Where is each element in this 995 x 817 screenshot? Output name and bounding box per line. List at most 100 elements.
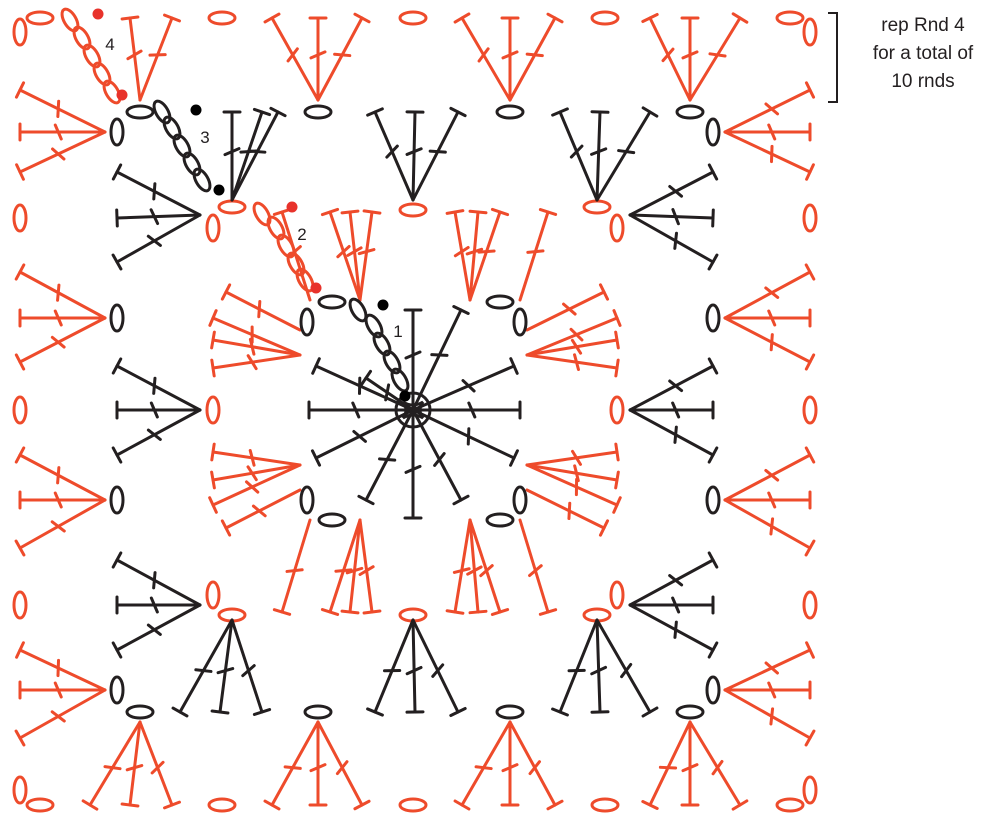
- chain-stitch-icon: [675, 704, 705, 720]
- double-crochet-icon: [14, 446, 107, 502]
- chain-stitch-icon: [485, 512, 515, 528]
- chain-stitch-icon: [775, 10, 805, 26]
- chain-stitch-icon: [217, 199, 247, 215]
- double-crochet-icon: [138, 720, 181, 810]
- chain-stitch-icon: [60, 7, 80, 33]
- double-crochet-icon: [111, 357, 202, 412]
- slip-stitch-dot-icon: [286, 201, 298, 213]
- double-crochet-icon: [81, 720, 142, 811]
- double-crochet-icon: [641, 720, 692, 810]
- double-crochet-icon: [14, 316, 107, 371]
- double-crochet-icon: [628, 213, 719, 271]
- chain-stitch-icon: [317, 512, 347, 528]
- double-crochet-icon: [628, 595, 715, 615]
- double-crochet-icon: [723, 688, 816, 747]
- double-crochet-icon: [111, 163, 202, 217]
- double-crochet-icon: [220, 488, 302, 537]
- repeat-note-line-2: for a total of: [872, 43, 974, 64]
- double-crochet-icon: [723, 490, 812, 510]
- chain-stitch-icon: [398, 202, 428, 218]
- chain-stitch-icon: [398, 10, 428, 26]
- chain-stitch-icon: [92, 61, 112, 87]
- double-crochet-icon: [518, 208, 558, 302]
- double-crochet-icon: [723, 641, 815, 692]
- repeat-note-line-3: 10 rnds: [891, 71, 955, 92]
- double-crochet-icon: [525, 309, 622, 357]
- double-crochet-icon: [525, 463, 622, 514]
- double-crochet-icon: [18, 122, 107, 142]
- double-crochet-icon: [445, 209, 472, 302]
- double-crochet-icon: [15, 130, 107, 181]
- double-crochet-icon: [525, 283, 610, 332]
- chain-stitch-icon: [609, 580, 625, 610]
- double-crochet-icon: [411, 618, 467, 718]
- double-crochet-icon: [500, 720, 520, 807]
- double-crochet-icon: [595, 106, 659, 202]
- chain-stitch-icon: [152, 99, 172, 125]
- double-crochet-icon: [263, 720, 320, 811]
- chain-stitch-icon: [12, 203, 28, 233]
- double-crochet-icon: [115, 400, 202, 420]
- round-label-2: 2: [297, 225, 306, 244]
- chain-stitch-icon: [802, 395, 818, 425]
- chain-stitch-icon: [125, 704, 155, 720]
- double-crochet-icon: [445, 518, 472, 615]
- double-crochet-icon: [466, 518, 488, 615]
- chain-stitch-icon: [82, 43, 102, 69]
- chain-stitch-icon: [609, 213, 625, 243]
- double-crochet-icon: [723, 263, 816, 320]
- round-start-markers: [92, 8, 411, 402]
- double-crochet-icon: [723, 498, 816, 557]
- chain-stitch-icon: [172, 133, 192, 159]
- slip-stitch-dot-icon: [116, 89, 128, 101]
- double-crochet-icon: [628, 408, 719, 464]
- chain-stitch-icon: [109, 675, 125, 705]
- double-crochet-icon: [468, 207, 510, 302]
- double-crochet-icon: [518, 518, 558, 616]
- double-crochet-icon: [628, 208, 715, 228]
- double-crochet-icon: [14, 498, 107, 557]
- double-crochet-icon: [641, 12, 692, 102]
- slip-stitch-dot-icon: [310, 282, 322, 294]
- chain-stitch-icon: [109, 303, 125, 333]
- double-crochet-icon: [723, 122, 812, 142]
- double-crochet-icon: [590, 110, 610, 202]
- double-crochet-icon: [340, 518, 364, 615]
- double-crochet-icon: [208, 463, 302, 514]
- double-crochet-icon: [111, 551, 202, 607]
- slip-stitch-dot-icon: [213, 184, 225, 196]
- double-crochet-icon: [230, 106, 287, 202]
- double-crochet-icon: [551, 618, 599, 717]
- double-crochet-icon: [316, 720, 371, 811]
- double-crochet-icon: [220, 283, 302, 332]
- chain-stitch-icon: [705, 675, 721, 705]
- double-crochet-icon: [628, 400, 715, 420]
- double-crochet-icon: [405, 110, 425, 202]
- chain-stitch-icon: [109, 117, 125, 147]
- double-crochet-icon: [138, 13, 181, 102]
- double-crochet-icon: [358, 518, 382, 615]
- double-crochet-icon: [628, 357, 719, 412]
- double-crochet-icon: [680, 16, 700, 102]
- double-crochet-icon: [525, 488, 610, 537]
- chain-stitch-icon: [303, 704, 333, 720]
- double-crochet-icon: [628, 163, 719, 217]
- chain-stitch-icon: [207, 10, 237, 26]
- chain-stitch-icon: [207, 797, 237, 813]
- double-crochet-icon: [230, 618, 272, 716]
- slip-stitch-dot-icon: [377, 299, 389, 311]
- chain-stitch-icon: [72, 25, 92, 51]
- chain-stitch-icon: [162, 115, 182, 141]
- slip-stitch-dot-icon: [399, 390, 411, 402]
- double-crochet-icon: [320, 518, 362, 616]
- chain-stitch-icon: [512, 307, 528, 337]
- double-crochet-icon: [111, 603, 202, 659]
- double-crochet-icon: [595, 618, 659, 718]
- chain-stitch-icon: [802, 203, 818, 233]
- double-crochet-icon: [508, 720, 564, 811]
- double-crochet-icon: [525, 353, 620, 378]
- chain-stitch-icon: [705, 485, 721, 515]
- chain-stitch-icon: [299, 307, 315, 337]
- chain-stitch-icon: [590, 10, 620, 26]
